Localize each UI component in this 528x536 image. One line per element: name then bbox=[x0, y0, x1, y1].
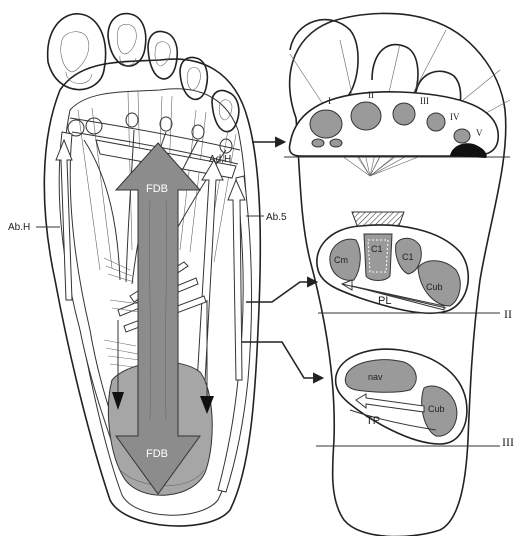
ray-4-label: IV bbox=[450, 112, 460, 122]
lateral-long-arrow bbox=[196, 160, 223, 400]
arrow-to-section-2 bbox=[246, 282, 316, 302]
ray-2-label: II bbox=[368, 90, 374, 100]
fdb-double-arrow bbox=[116, 143, 200, 494]
ray-1-label: I bbox=[328, 96, 331, 106]
ad-h-label: Ad.H bbox=[209, 154, 231, 165]
toe-3 bbox=[148, 32, 177, 79]
c1-lateral-label: C1 bbox=[402, 252, 414, 262]
ab-h-label: Ab.H bbox=[8, 222, 30, 233]
metatarsal-heads bbox=[68, 113, 232, 153]
section-1-metatarsal: I II III IV V bbox=[284, 90, 510, 158]
cross-section-view: I II III IV V Cm C1 C1 Cub PL II bbox=[284, 13, 514, 536]
ray-5-label: V bbox=[476, 128, 483, 138]
cm-label: Cm bbox=[334, 255, 348, 265]
c1-middle-label: C1 bbox=[371, 244, 383, 254]
arrow-to-section-3 bbox=[242, 342, 322, 378]
ab-5-label: Ab.5 bbox=[266, 212, 287, 223]
section-3-navicular: nav Cub TP III bbox=[316, 349, 514, 449]
ray-4-bone bbox=[427, 113, 445, 131]
ray-1-bone bbox=[310, 110, 342, 138]
ray-5-bone bbox=[454, 129, 470, 143]
ray-3-label: III bbox=[420, 96, 429, 106]
toe-5 bbox=[212, 90, 239, 131]
toe-1 bbox=[48, 14, 106, 90]
pl-label: PL bbox=[378, 295, 391, 307]
section-2-level-label: II bbox=[504, 307, 512, 321]
right-toe-2 bbox=[372, 45, 418, 96]
cub-label-section-3: Cub bbox=[428, 404, 445, 414]
fdb-lower-label: FDB bbox=[146, 448, 168, 460]
toes bbox=[48, 14, 239, 132]
sesamoid-1 bbox=[312, 139, 324, 147]
sesamoid-2 bbox=[330, 139, 342, 147]
tp-label: TP bbox=[366, 415, 380, 427]
ray-2-bone bbox=[351, 102, 381, 130]
right-toe-1 bbox=[290, 20, 358, 96]
section-3-level-label: III bbox=[502, 435, 514, 449]
cub-label-section-2: Cub bbox=[426, 282, 443, 292]
nav-label: nav bbox=[368, 372, 383, 382]
toe-2 bbox=[108, 14, 146, 66]
plantar-foot-view: FDB FDB Ab.H Ad.H Ab.5 bbox=[8, 14, 287, 526]
fdb-upper-label: FDB bbox=[146, 183, 168, 195]
